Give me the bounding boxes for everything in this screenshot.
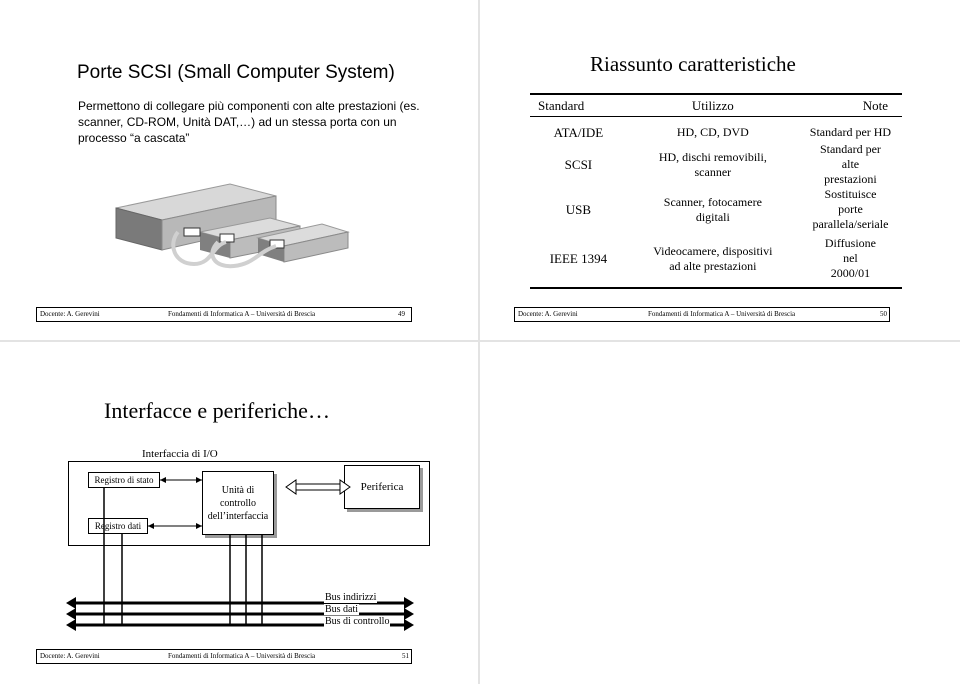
cell-use: Videocamere, dispositivi ad alte prestaz… bbox=[626, 232, 799, 289]
table-row: IEEE 1394 Videocamere, dispositivi ad al… bbox=[530, 232, 902, 289]
status-register-box: Registro di stato bbox=[88, 472, 160, 488]
slide-49-title: Porte SCSI (Small Computer System) bbox=[77, 62, 395, 83]
io-interface-label: Interfaccia di I/O bbox=[140, 448, 220, 460]
cell-note: Standard per HD bbox=[809, 125, 892, 139]
slide-separator-horizontal bbox=[0, 340, 960, 342]
footer-frame bbox=[36, 649, 412, 664]
cell-note: Sostituisce porte parallela/seriale bbox=[812, 187, 889, 231]
slide-separator-vertical-bottom bbox=[478, 342, 480, 684]
bus-address-label: Bus indirizzi bbox=[324, 592, 378, 603]
footer-docente: Docente: A. Gerevini bbox=[40, 652, 100, 660]
data-register-box: Registro dati bbox=[88, 518, 148, 534]
data-register-label: Registro dati bbox=[94, 521, 142, 531]
header-standard: Standard bbox=[530, 93, 627, 117]
cell-standard: USB bbox=[565, 202, 592, 217]
table-header-row: Standard Utilizzo Note bbox=[530, 93, 902, 117]
bus-data-label: Bus dati bbox=[324, 604, 360, 615]
footer-page-number: 49 bbox=[398, 310, 405, 318]
footer-course: Fondamenti di Informatica A – Università… bbox=[168, 652, 316, 660]
footer-frame bbox=[514, 307, 890, 322]
bus-control-label: Bus di controllo bbox=[324, 616, 391, 627]
cell-note: Standard per alte prestazioni bbox=[819, 142, 881, 186]
cell-note: Diffusione nel 2000/01 bbox=[798, 232, 902, 289]
slide-51-title: Interfacce e periferiche… bbox=[104, 398, 330, 423]
footer-page-number: 50 bbox=[880, 310, 887, 318]
slide-50-title: Riassunto caratteristiche bbox=[590, 52, 796, 76]
footer-frame bbox=[36, 307, 412, 322]
features-table: Standard Utilizzo Note ATA/IDE HD, CD, D… bbox=[530, 93, 902, 289]
control-unit-label: Unità di controllo dell’interfaccia bbox=[207, 484, 269, 522]
cell-use: Scanner, fotocamere digitali bbox=[663, 194, 762, 224]
peripheral-label: Periferica bbox=[360, 481, 404, 493]
footer-course: Fondamenti di Informatica A – Università… bbox=[648, 310, 796, 318]
status-register-label: Registro di stato bbox=[94, 475, 154, 485]
header-note: Note bbox=[798, 93, 902, 117]
slide-49-body: Permettono di collegare più componenti c… bbox=[78, 99, 420, 145]
table-row: USB Scanner, fotocamere digitali Sostitu… bbox=[530, 187, 902, 232]
table-row: SCSI HD, dischi removibili, scanner Stan… bbox=[530, 142, 902, 187]
io-interface-box bbox=[68, 461, 430, 546]
cell-use: HD, dischi removibili, scanner bbox=[658, 149, 767, 179]
footer-course: Fondamenti di Informatica A – Università… bbox=[168, 310, 316, 318]
header-utilizzo: Utilizzo bbox=[626, 93, 799, 117]
cell-use: HD, CD, DVD bbox=[676, 125, 749, 139]
table-row: ATA/IDE HD, CD, DVD Standard per HD bbox=[530, 117, 902, 143]
control-unit-box: Unità di controllo dell’interfaccia bbox=[202, 471, 274, 535]
footer-page-number: 51 bbox=[402, 652, 409, 660]
slide-separator-vertical bbox=[478, 0, 480, 340]
cell-standard: IEEE 1394 bbox=[530, 232, 627, 289]
footer-docente: Docente: A. Gerevini bbox=[518, 310, 578, 318]
footer-docente: Docente: A. Gerevini bbox=[40, 310, 100, 318]
cell-standard: ATA/IDE bbox=[553, 125, 604, 140]
scsi-devices-illustration bbox=[115, 183, 350, 269]
cell-standard: SCSI bbox=[564, 157, 593, 172]
